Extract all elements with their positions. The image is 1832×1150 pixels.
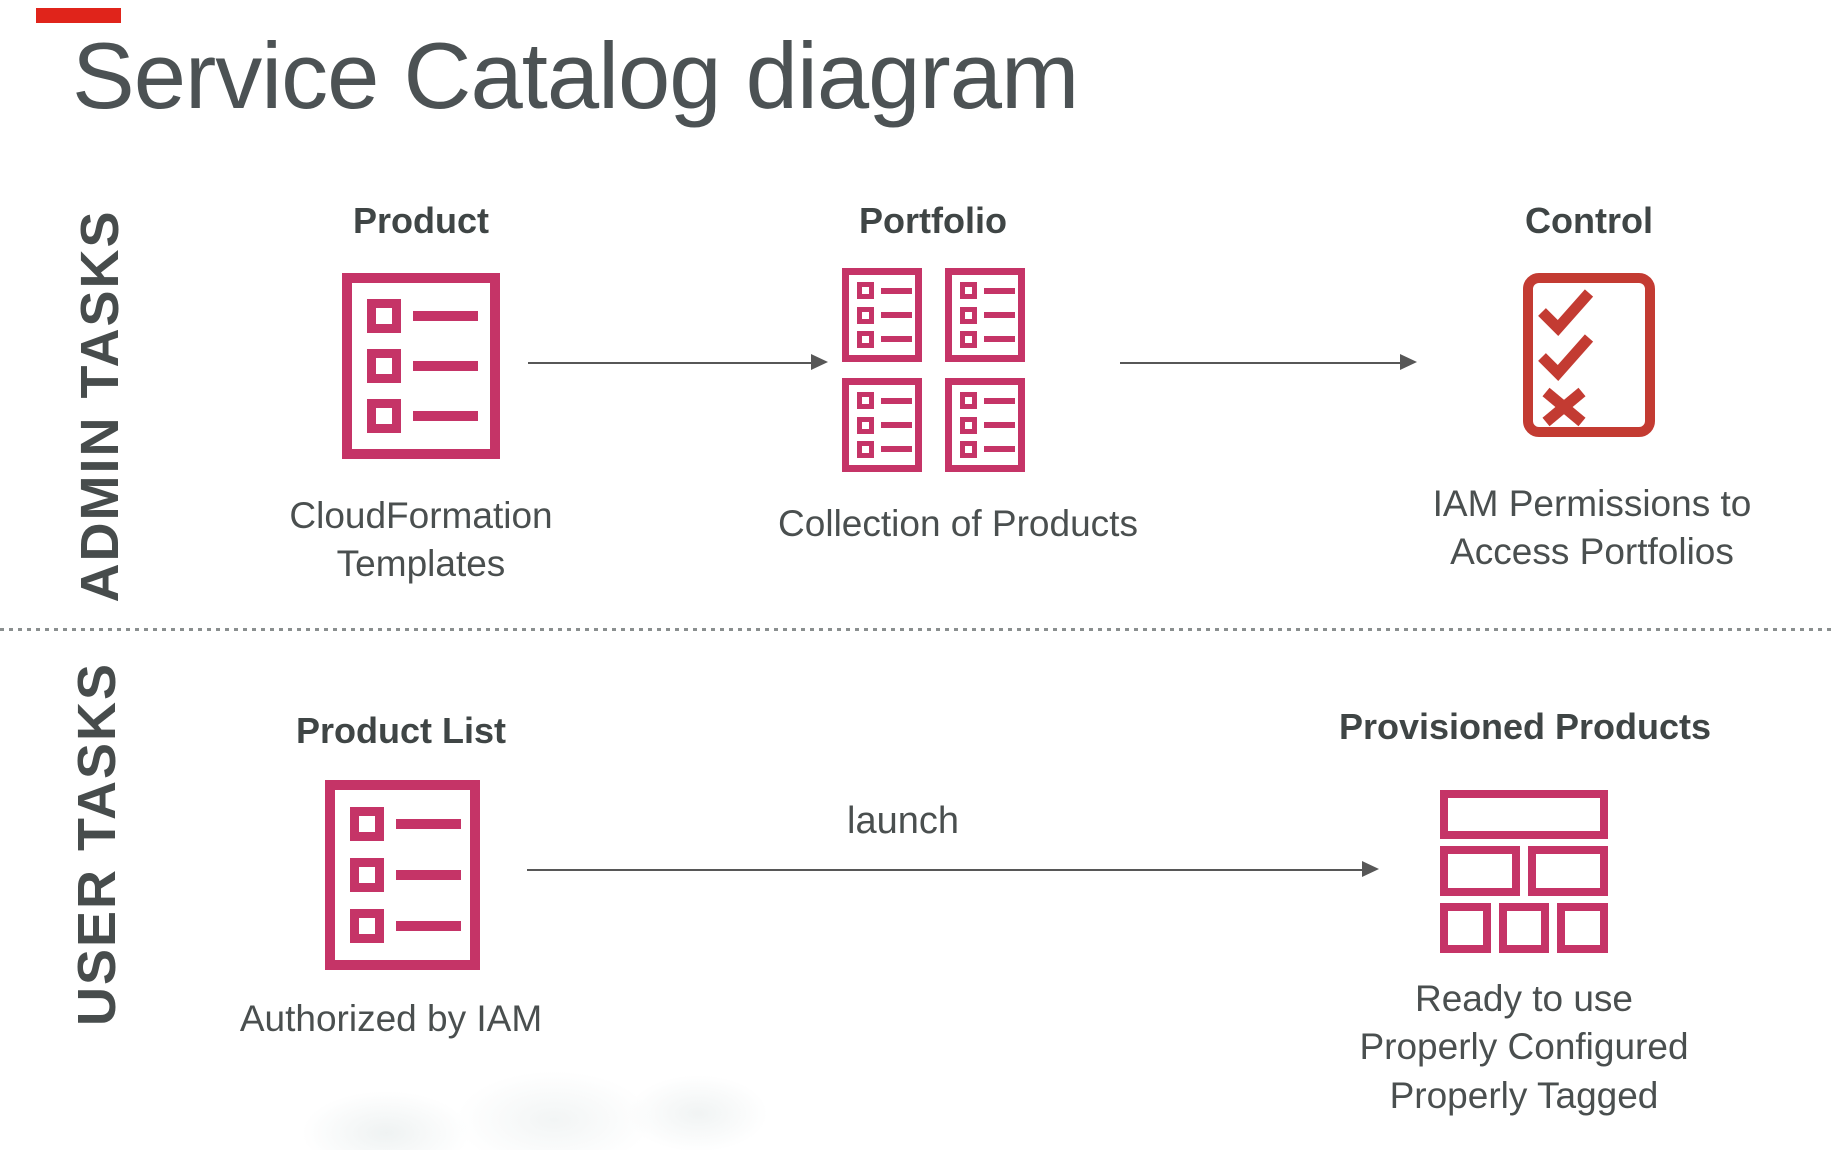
list-row (350, 858, 470, 892)
watermark-smudge (290, 1055, 770, 1150)
accent-bar (36, 8, 121, 23)
mini-product-icon (842, 268, 922, 362)
mini-product-icon (945, 268, 1025, 362)
product-label: Product (352, 200, 489, 241)
provisioned-caption: Ready to use Properly Configured Properl… (1299, 975, 1749, 1120)
product-list-label: Product List (295, 710, 506, 751)
portfolio-icon (842, 268, 1025, 472)
arrow-right-icon (1120, 354, 1417, 370)
product-icon (342, 273, 500, 459)
portfolio-caption: Collection of Products (778, 503, 1138, 544)
product-caption: CloudFormation Templates (221, 492, 621, 589)
portfolio-label: Portfolio (859, 200, 1007, 241)
list-row (367, 299, 490, 333)
launch-arrow-icon (527, 861, 1379, 877)
provisioned-products-label: Provisioned Products (1338, 706, 1712, 747)
page-title: Service Catalog diagram (72, 23, 1079, 128)
list-row (367, 399, 490, 433)
caption-line: CloudFormation (289, 495, 553, 536)
launch-label: launch (847, 800, 959, 842)
caption-line: Access Portfolios (1450, 531, 1734, 573)
brick (1440, 846, 1520, 896)
provisioned-products-icon (1440, 790, 1609, 953)
caption-line: IAM Permissions to (1432, 483, 1752, 524)
control-caption: IAM Permissions to Access Portfolios (1392, 480, 1792, 577)
list-row (350, 909, 470, 943)
checks-and-cross-icon (1538, 289, 1594, 427)
brick (1498, 903, 1550, 953)
caption-line: Properly Tagged (1389, 1074, 1659, 1116)
caption-line: Templates (336, 543, 506, 585)
control-checklist-icon (1523, 273, 1655, 437)
dotted-separator (0, 628, 1832, 631)
brick (1557, 903, 1609, 953)
product-list-icon (325, 780, 480, 970)
arrow-right-icon (528, 354, 828, 370)
user-tasks-label: USER TASKS (67, 661, 127, 1026)
admin-tasks-label: ADMIN TASKS (70, 209, 130, 603)
brick (1440, 903, 1491, 953)
list-row (367, 349, 490, 383)
caption-line: Properly Configured (1359, 1026, 1689, 1068)
brick (1528, 846, 1608, 896)
brick-row (1440, 903, 1609, 953)
control-label: Control (1525, 200, 1653, 241)
brick-row (1440, 846, 1608, 896)
product-list-caption: Authorized by IAM (239, 998, 543, 1039)
caption-line: Ready to use (1414, 978, 1634, 1019)
brick (1440, 790, 1608, 839)
list-row (350, 807, 470, 841)
mini-product-icon (945, 378, 1025, 472)
mini-product-icon (842, 378, 922, 472)
